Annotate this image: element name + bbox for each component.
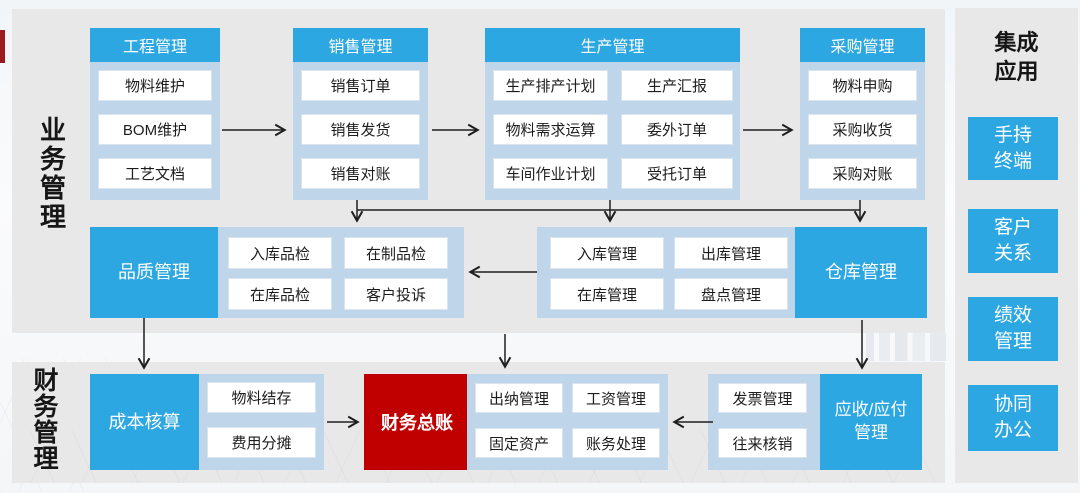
box-warehouse-management: 仓库管理 (795, 227, 927, 318)
module-cashier-management: 出纳管理 (475, 383, 563, 413)
module-stock-management: 在库管理 (550, 278, 664, 310)
module-transaction-writeoff: 往来核销 (718, 428, 807, 458)
module-incoming-inspection: 入库品检 (228, 237, 332, 269)
integration-customer-relations: 客户 关系 (968, 209, 1058, 273)
left-edge-accent (0, 30, 5, 63)
group-header-production: 生产管理 (485, 28, 740, 62)
module-stock-inspection: 在库品检 (228, 278, 332, 310)
module-workshop-plan: 车间作业计划 (493, 158, 608, 189)
group-header-purchasing: 采购管理 (800, 28, 925, 62)
module-purchase-reconciliation: 采购对账 (808, 158, 917, 189)
integration-handheld-terminal: 手持 终端 (968, 117, 1058, 180)
integration-performance-management: 绩效 管理 (968, 297, 1058, 361)
module-mrp-calculation: 物料需求运算 (493, 114, 608, 145)
module-production-report: 生产汇报 (621, 70, 733, 101)
module-bom-maintenance: BOM维护 (98, 114, 212, 145)
module-inbound-management: 入库管理 (550, 237, 664, 269)
module-material-maintenance: 物料维护 (98, 70, 212, 101)
box-quality-management: 品质管理 (90, 227, 218, 318)
module-production-scheduling: 生产排产计划 (493, 70, 608, 101)
integration-collaborative-office: 协同 办公 (968, 385, 1058, 451)
module-consignment-order: 受托订单 (621, 158, 733, 189)
module-sales-reconciliation: 销售对账 (301, 158, 420, 189)
module-customer-complaint: 客户投诉 (344, 278, 448, 310)
section-label-finance: 财务管理 (30, 367, 58, 471)
integration-title: 集成 应用 (994, 30, 1039, 84)
module-sales-order: 销售订单 (301, 70, 420, 101)
module-material-balance: 物料结存 (207, 382, 316, 413)
module-expense-allocation: 费用分摊 (207, 427, 316, 458)
module-fixed-assets: 固定资产 (475, 428, 563, 458)
module-inprocess-inspection: 在制品检 (344, 237, 448, 269)
module-sales-shipment: 销售发货 (301, 114, 420, 145)
module-process-docs: 工艺文档 (98, 158, 212, 189)
background-skyline (866, 333, 946, 361)
module-material-requisition: 物料申购 (808, 70, 917, 101)
module-outbound-management: 出库管理 (674, 237, 788, 269)
module-stocktaking: 盘点管理 (674, 278, 788, 310)
module-invoice-management: 发票管理 (718, 383, 807, 413)
module-payroll-management: 工资管理 (572, 383, 660, 413)
group-header-engineering: 工程管理 (90, 28, 220, 62)
box-cost-accounting: 成本核算 (90, 374, 199, 470)
section-label-business: 业务管理 (36, 116, 67, 232)
module-outsourcing-order: 委外订单 (621, 114, 733, 145)
box-general-ledger: 财务总账 (364, 374, 470, 470)
module-purchase-receiving: 采购收货 (808, 114, 917, 145)
group-header-sales: 销售管理 (293, 28, 428, 62)
module-accounting-processing: 账务处理 (572, 428, 660, 458)
box-ar-ap-management: 应收/应付 管理 (820, 374, 922, 470)
